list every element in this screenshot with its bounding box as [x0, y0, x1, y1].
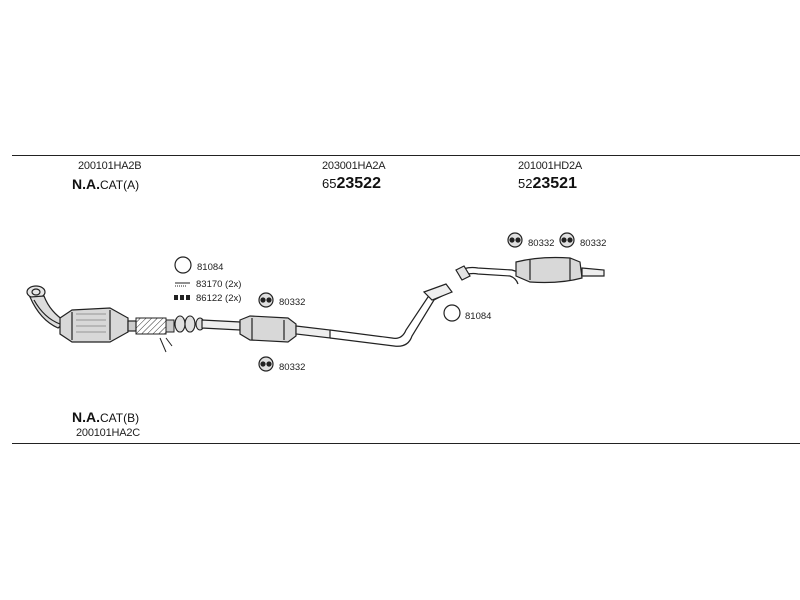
- ring-81084-a: [174, 256, 192, 274]
- catalytic-converter: [59, 307, 137, 343]
- left-cat-suffix: CAT(A): [100, 178, 140, 192]
- top-divider-line: [12, 155, 800, 156]
- middle-part-number: 6523522: [322, 175, 381, 193]
- right-part-main: 23521: [532, 175, 577, 192]
- part-label-86122: 86122 (2x): [196, 293, 242, 304]
- right-part-number: 5223521: [518, 175, 577, 193]
- hanger-80332-d: [559, 232, 575, 248]
- bottom-cat-main: N.A.: [72, 409, 100, 425]
- rear-silencer: [455, 256, 605, 285]
- middle-code-label: 203001HA2A: [322, 160, 386, 172]
- middle-part-main: 23522: [336, 175, 381, 192]
- front-pipe-resonator: [201, 315, 331, 343]
- part-label-81084-b: 81084: [465, 311, 492, 322]
- bottom-divider-line: [12, 443, 800, 444]
- right-code-label: 201001HD2A: [518, 160, 583, 172]
- part-label-81084-a: 81084: [197, 262, 224, 273]
- left-cat-label: N.A.CAT(A): [72, 176, 139, 192]
- part-label-80332-b: 80332: [279, 362, 306, 373]
- flex-pipe: [135, 317, 175, 353]
- part-label-80332-a: 80332: [279, 297, 306, 308]
- bottom-cat-label: N.A.CAT(B): [72, 409, 139, 425]
- part-label-80332-d: 80332: [580, 238, 607, 249]
- bottom-cat-suffix: CAT(B): [100, 411, 140, 425]
- bolt-83170-icon: [175, 282, 190, 287]
- manifold-downpipe: [26, 285, 68, 329]
- part-label-80332-c: 80332: [528, 238, 555, 249]
- middle-pipe: [329, 283, 453, 347]
- bottom-code-label: 200101HA2C: [76, 427, 141, 439]
- right-part-prefix: 52: [518, 176, 533, 191]
- front-flange: [174, 315, 205, 333]
- hanger-80332-a: [258, 292, 274, 308]
- left-cat-main: N.A.: [72, 176, 100, 192]
- middle-part-prefix: 65: [322, 176, 337, 191]
- left-code-label: 200101HA2B: [78, 160, 142, 172]
- part-label-83170: 83170 (2x): [196, 279, 242, 290]
- nut-86122-icon: [174, 295, 190, 300]
- hanger-80332-c: [507, 232, 523, 248]
- hanger-80332-b: [258, 356, 274, 372]
- ring-81084-b: [443, 304, 461, 322]
